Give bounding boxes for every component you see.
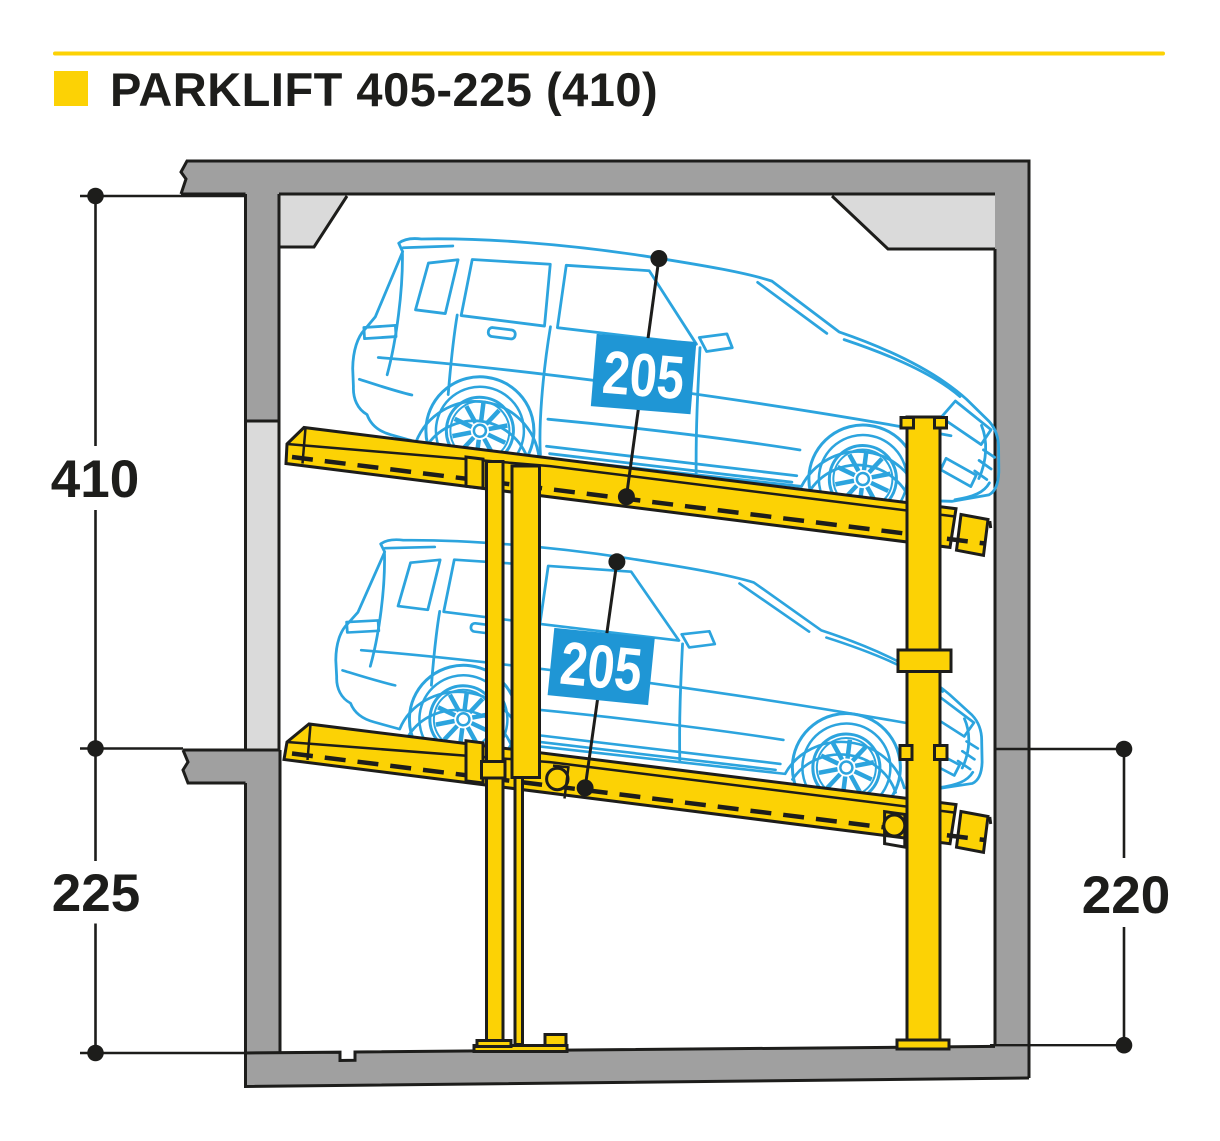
svg-text:410: 410 (51, 450, 139, 509)
svg-text:220: 220 (1082, 866, 1170, 925)
svg-text:PARKLIFT 405-225 (410): PARKLIFT 405-225 (410) (110, 63, 658, 116)
svg-text:205: 205 (557, 628, 645, 704)
svg-text:225: 225 (52, 864, 140, 923)
svg-text:205: 205 (600, 338, 687, 413)
